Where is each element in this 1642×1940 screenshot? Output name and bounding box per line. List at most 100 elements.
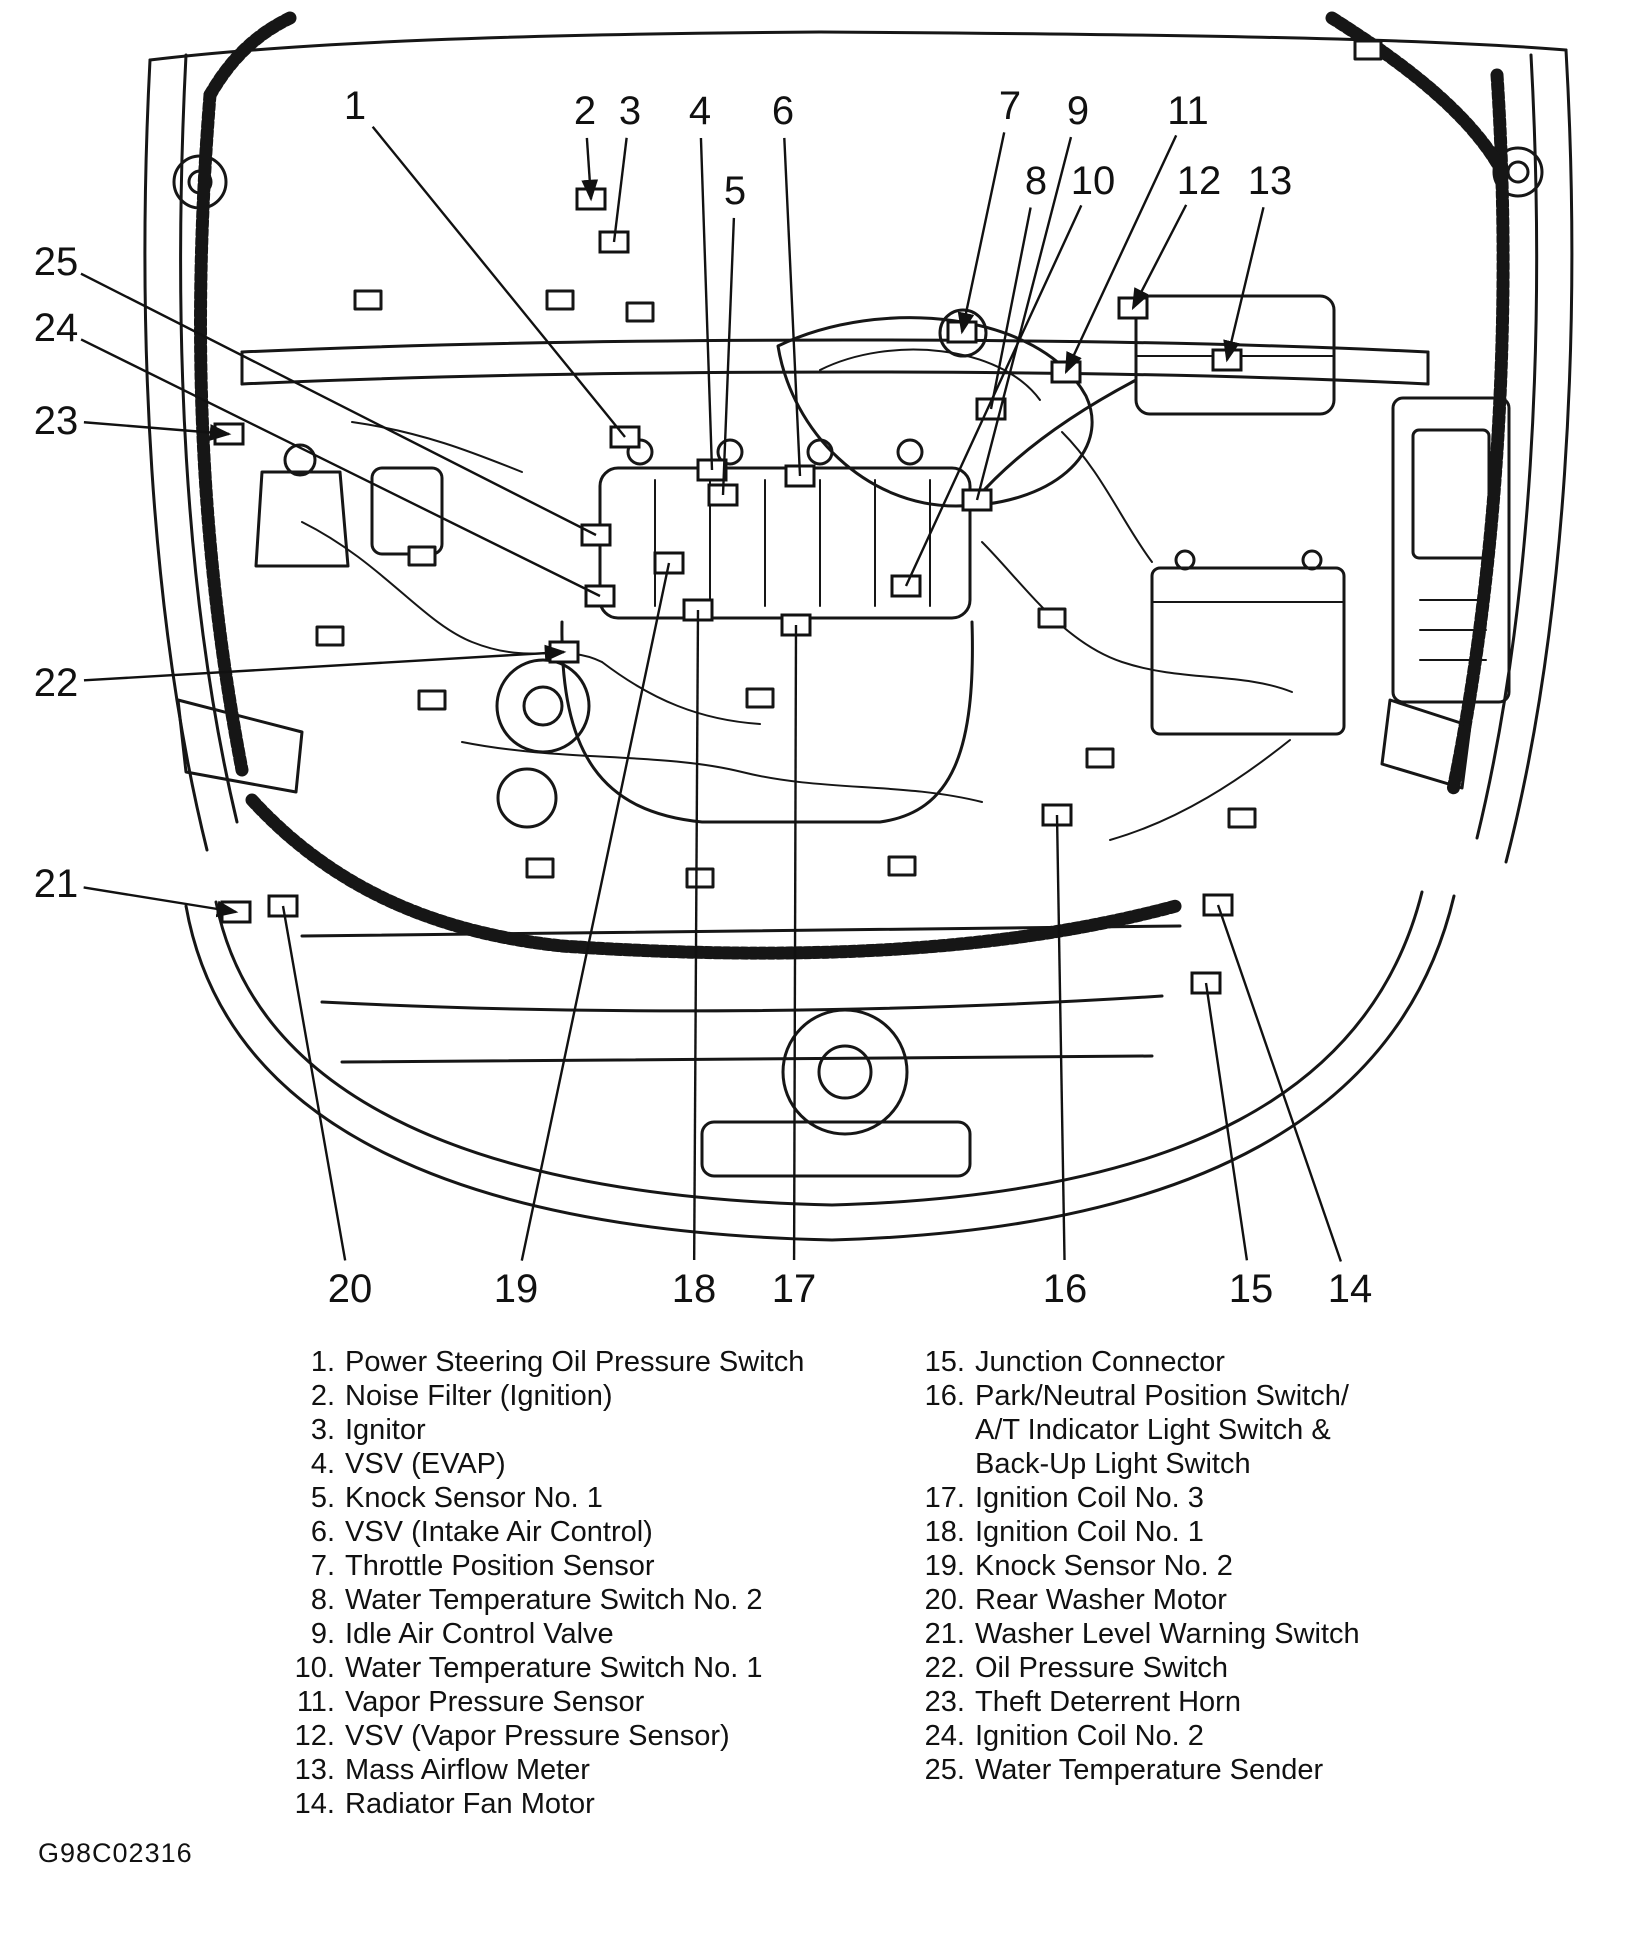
legend-item-label: Water Temperature Switch No. 2	[345, 1584, 763, 1616]
callout-number: 17	[772, 1267, 817, 1311]
legend-item: 11. Vapor Pressure Sensor	[283, 1685, 883, 1719]
callout-number: 3	[619, 89, 641, 133]
legend-item-number: 13.	[294, 1754, 335, 1786]
legend-item-number: 15.	[924, 1346, 965, 1378]
legend-item-label: Ignitor	[345, 1414, 426, 1446]
legend-item-label: Oil Pressure Switch	[975, 1652, 1229, 1684]
legend-item-number: 17.	[924, 1482, 965, 1514]
legend-item-label: Water Temperature Sender	[975, 1754, 1324, 1786]
callout-number: 13	[1248, 159, 1293, 203]
legend-item: 10. Water Temperature Switch No. 1	[283, 1651, 883, 1685]
leader-line	[83, 886, 239, 918]
legend-item-label: Radiator Fan Motor	[345, 1788, 595, 1820]
legend-item: 21.Washer Level Warning Switch	[913, 1617, 1553, 1651]
leader-line	[281, 905, 347, 1261]
legend-item-number: 1.	[310, 1346, 335, 1378]
legend-item: 3. Ignitor	[283, 1413, 883, 1447]
leader-line	[957, 132, 1006, 335]
legend-item-label: Mass Airflow Meter	[345, 1754, 590, 1786]
callout-number: 21	[34, 862, 79, 906]
legend-item-number: 18.	[924, 1516, 965, 1548]
legend-item: 17.Ignition Coil No. 3	[913, 1481, 1553, 1515]
leader-line	[83, 421, 232, 441]
legend-item-number: 14.	[294, 1788, 335, 1820]
legend-item-label: Throttle Position Sensor	[345, 1550, 655, 1582]
legend-item: 9.Idle Air Control Valve	[283, 1617, 883, 1651]
legend-item-number: 25.	[924, 1754, 965, 1786]
engine-diagram: 1234567891011121325242322212019181716151…	[34, 11, 1574, 1311]
legend-item-label: Rear Washer Motor	[975, 1584, 1227, 1616]
legend-item-number: 10.	[294, 1652, 335, 1684]
legend-item-number: 11.	[296, 1686, 335, 1718]
leader-line	[1131, 204, 1188, 311]
leader-line	[612, 137, 628, 243]
leader-line	[1216, 904, 1343, 1262]
legend-item: 24.Ignition Coil No. 2	[913, 1719, 1553, 1753]
legend-item: 6.VSV (Intake Air Control)	[283, 1515, 883, 1549]
leader-line	[1064, 134, 1178, 375]
callout-number: 15	[1229, 1267, 1274, 1311]
legend-item: 14. Radiator Fan Motor	[283, 1787, 883, 1821]
leader-line	[989, 207, 1032, 410]
callout-number: 14	[1328, 1267, 1373, 1311]
legend-item-label: Theft Deterrent Horn	[975, 1686, 1241, 1718]
legend-item-label: Power Steering Oil Pressure Switch	[345, 1346, 805, 1378]
legend-item: 8. Water Temperature Switch No. 2	[283, 1583, 883, 1617]
legend-item-number: 3.	[310, 1414, 335, 1446]
callout-number: 6	[772, 89, 794, 133]
callout-number: 8	[1025, 159, 1047, 203]
leader-line	[699, 137, 714, 471]
legend-item-number: 16.	[924, 1380, 965, 1412]
legend-item-number: 6.	[310, 1516, 335, 1548]
leader-line	[1204, 982, 1249, 1261]
leader-line	[1223, 206, 1265, 363]
leader-line	[83, 644, 567, 682]
leader-line	[792, 624, 798, 1261]
legend-item-number: 8.	[310, 1584, 335, 1616]
legend-item-label: Vapor Pressure Sensor	[345, 1686, 645, 1718]
legend-item: 20. Rear Washer Motor	[913, 1583, 1553, 1617]
callout-number: 25	[34, 240, 79, 284]
legend-item: 2.Noise Filter (Ignition)	[283, 1379, 883, 1413]
legend-item: 19.Knock Sensor No. 2	[913, 1549, 1553, 1583]
legend-item-label: Knock Sensor No. 1	[345, 1482, 603, 1514]
legend-item: 4. VSV (EVAP)	[283, 1447, 883, 1481]
legend-item-label: Ignition Coil No. 2	[975, 1720, 1204, 1752]
legend-item-label: VSV (Vapor Pressure Sensor)	[345, 1720, 730, 1752]
callout-number: 20	[328, 1267, 373, 1311]
legend-item-number: 7.	[310, 1550, 335, 1582]
leader-line	[783, 137, 802, 477]
legend-item-number: 4.	[310, 1448, 335, 1480]
legend-item-number: 2.	[310, 1380, 335, 1412]
legend-item-label: VSV (EVAP)	[345, 1448, 506, 1480]
legend-item: 22. Oil Pressure Switch	[913, 1651, 1553, 1685]
legend-item-label: Ignition Coil No. 1	[975, 1516, 1204, 1548]
legend-item-number: 9.	[310, 1618, 335, 1650]
legend-item-number: 12.	[294, 1720, 335, 1752]
legend-item-label: Park/Neutral Position Switch/A/T Indicat…	[975, 1380, 1349, 1480]
leader-line	[975, 136, 1073, 501]
leader-line	[904, 204, 1083, 587]
callout-number: 2	[574, 89, 596, 133]
figure-code: G98C02316	[38, 1838, 193, 1868]
legend-item: 13. Mass Airflow Meter	[283, 1753, 883, 1787]
legend-item: 18. Ignition Coil No. 1	[913, 1515, 1553, 1549]
legend-item-number: 20.	[924, 1584, 965, 1616]
legend-item: 12. VSV (Vapor Pressure Sensor)	[283, 1719, 883, 1753]
legend-item-label: Water Temperature Switch No. 1	[345, 1652, 763, 1684]
callout-number: 4	[689, 89, 711, 133]
callout-number: 23	[34, 399, 79, 443]
legend-item-number: 22.	[924, 1652, 965, 1684]
callout-number: 1	[344, 84, 366, 128]
callout-number: 5	[724, 169, 746, 213]
callout-number: 19	[494, 1267, 539, 1311]
leader-line	[80, 272, 597, 537]
legend-item-number: 21.	[924, 1618, 965, 1650]
leader-line	[371, 125, 626, 438]
legend-item: 1. Power Steering Oil Pressure Switch	[283, 1345, 883, 1379]
leader-line	[692, 609, 700, 1261]
legend-item: 7. Throttle Position Sensor	[283, 1549, 883, 1583]
